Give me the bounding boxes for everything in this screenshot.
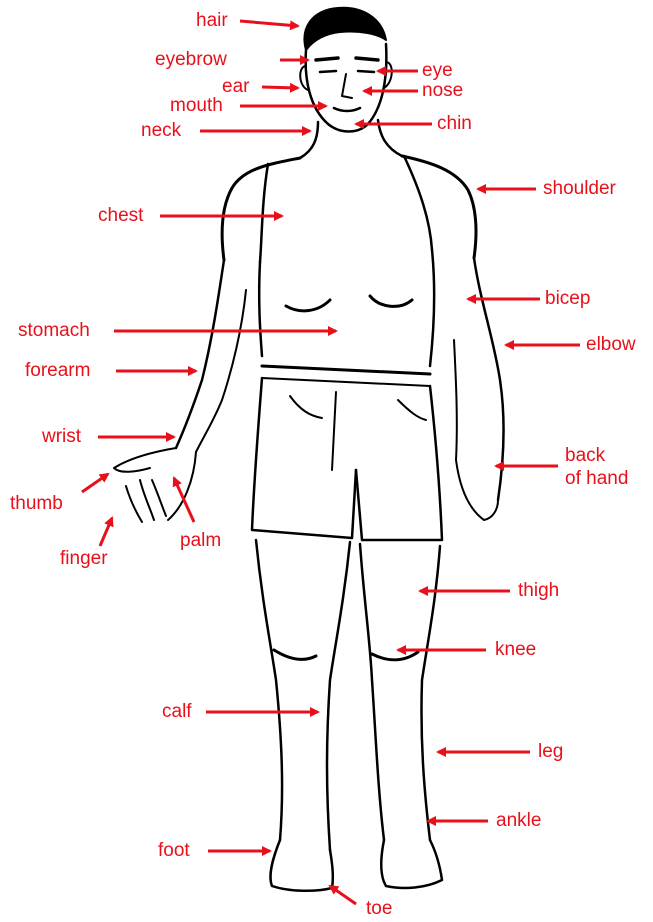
- label-back-of-hand-line1: back: [565, 444, 628, 467]
- label-hair: hair: [196, 10, 228, 32]
- label-forearm: forearm: [25, 360, 90, 382]
- label-finger: finger: [60, 548, 108, 570]
- arrow-finger: [100, 518, 112, 546]
- label-leg: leg: [538, 741, 563, 763]
- label-stomach: stomach: [18, 320, 90, 342]
- label-thumb: thumb: [10, 493, 63, 515]
- label-mouth: mouth: [170, 95, 223, 117]
- arrow-ear: [262, 87, 298, 88]
- label-knee: knee: [495, 639, 536, 661]
- label-foot: foot: [158, 840, 190, 862]
- arrow-thumb: [82, 474, 108, 492]
- label-back-of-hand-line2: of hand: [565, 467, 628, 490]
- label-eye: eye: [422, 60, 453, 82]
- label-neck: neck: [141, 120, 181, 142]
- label-elbow: elbow: [586, 334, 636, 356]
- label-shoulder: shoulder: [543, 178, 616, 200]
- label-eyebrow: eyebrow: [155, 49, 227, 71]
- label-toe: toe: [366, 898, 392, 920]
- label-palm: palm: [180, 530, 221, 552]
- label-ear: ear: [222, 76, 249, 98]
- arrow-toe: [330, 886, 356, 904]
- label-wrist: wrist: [42, 426, 81, 448]
- arrow-hair: [240, 21, 298, 26]
- label-thigh: thigh: [518, 580, 559, 602]
- label-back-of-hand: back of hand: [565, 444, 628, 490]
- label-calf: calf: [162, 701, 192, 723]
- label-chin: chin: [437, 113, 472, 135]
- label-bicep: bicep: [545, 288, 590, 310]
- arrow-palm: [174, 478, 194, 522]
- label-arrows: [82, 21, 580, 904]
- label-chest: chest: [98, 205, 143, 227]
- label-nose: nose: [422, 80, 463, 102]
- label-ankle: ankle: [496, 810, 541, 832]
